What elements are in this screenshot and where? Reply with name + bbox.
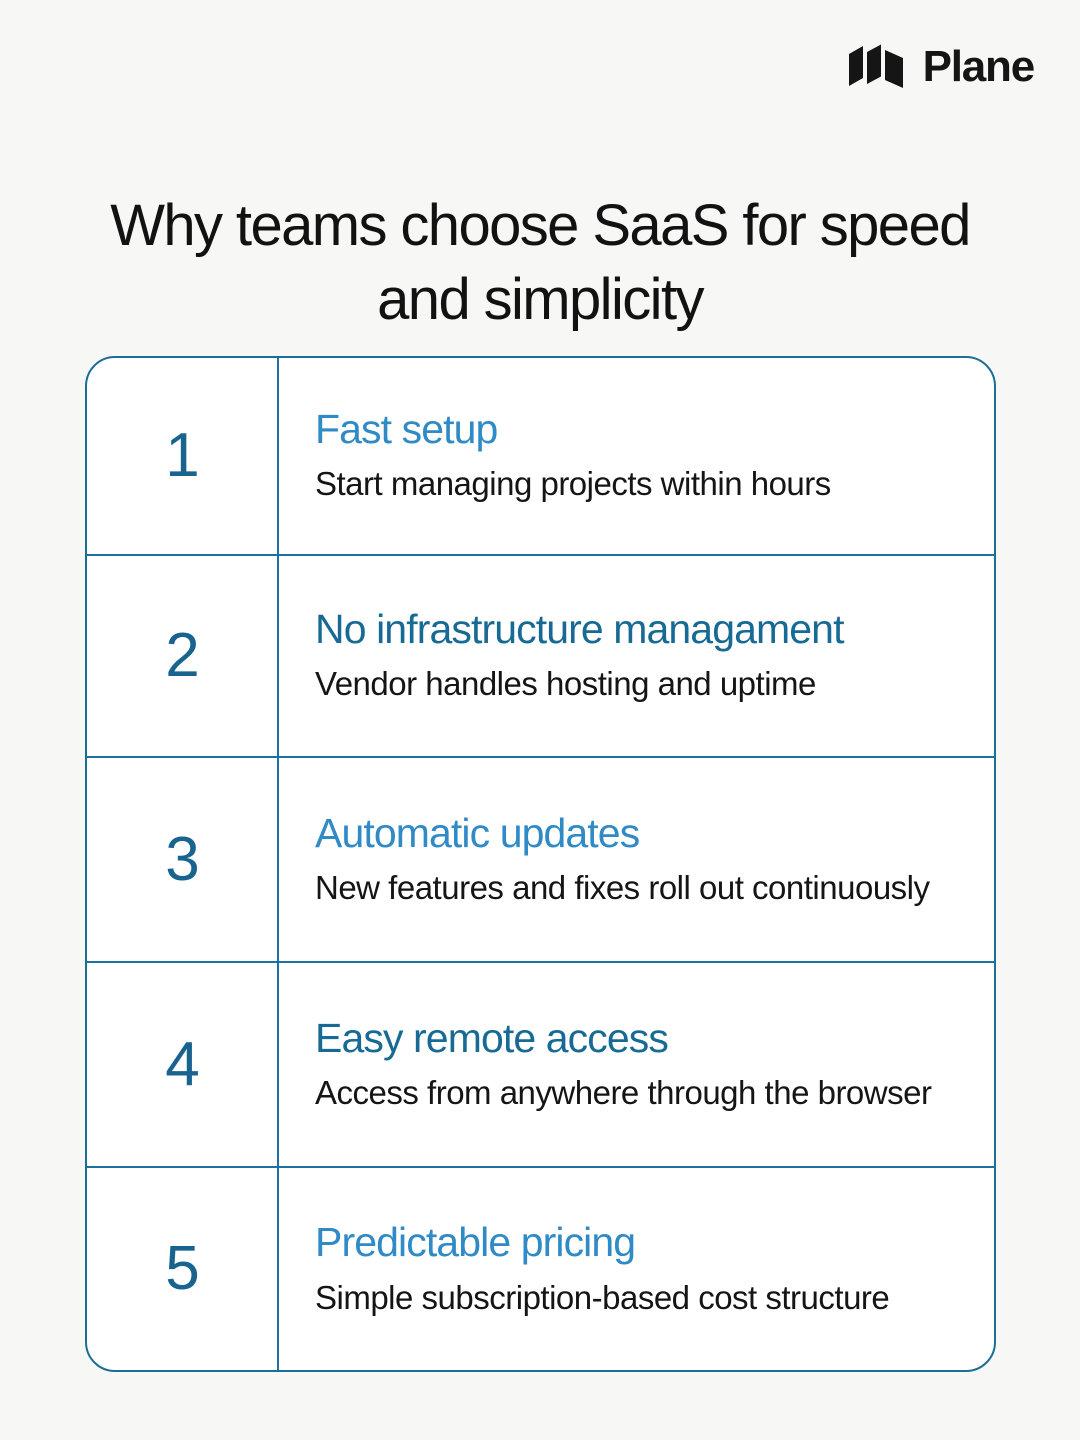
row-title: Automatic updates: [315, 809, 640, 856]
row-number-cell: 5: [87, 1168, 279, 1370]
row-title: Fast setup: [315, 405, 498, 452]
row-content-cell: Automatic updates New features and fixes…: [279, 758, 994, 961]
page-title: Why teams choose SaaS for speed and simp…: [110, 192, 971, 332]
table-row: 5 Predictable pricing Simple subscriptio…: [87, 1168, 994, 1370]
brand-lockup: Plane: [847, 42, 1036, 91]
row-number: 4: [165, 1029, 199, 1099]
row-title: No infrastructure managament: [315, 605, 844, 652]
row-content-cell: Easy remote access Access from anywhere …: [279, 963, 994, 1167]
row-number-cell: 3: [87, 758, 279, 961]
table-row: 1 Fast setup Start managing projects wit…: [87, 358, 994, 556]
row-number-cell: 4: [87, 962, 279, 1167]
benefits-table: 1 Fast setup Start managing projects wit…: [85, 356, 996, 1372]
row-title: Predictable pricing: [315, 1219, 636, 1266]
row-description: Vendor handles hosting and uptime: [315, 665, 816, 703]
row-content-cell: Fast setup Start managing projects withi…: [279, 358, 994, 554]
row-description: New features and fixes roll out continuo…: [315, 869, 930, 907]
row-number: 3: [165, 824, 199, 894]
plane-logo-icon: [847, 44, 909, 90]
row-description: Simple subscription-based cost structure: [315, 1278, 890, 1316]
row-title: Easy remote access: [315, 1014, 669, 1061]
row-number: 1: [165, 420, 199, 490]
row-number-cell: 2: [87, 555, 279, 757]
row-content-cell: Predictable pricing Simple subscription-…: [279, 1168, 994, 1370]
row-number: 5: [165, 1234, 199, 1304]
brand-name: Plane: [922, 42, 1036, 91]
row-description: Access from anywhere through the browser: [315, 1074, 932, 1112]
table-row: 3 Automatic updates New features and fix…: [87, 758, 994, 963]
row-number-cell: 1: [87, 358, 279, 554]
row-number: 2: [165, 620, 199, 690]
row-content-cell: No infrastructure managament Vendor hand…: [279, 556, 994, 757]
row-description: Start managing projects within hours: [315, 465, 831, 503]
table-row: 4 Easy remote access Access from anywher…: [87, 962, 994, 1169]
table-row: 2 No infrastructure managament Vendor ha…: [87, 555, 994, 759]
